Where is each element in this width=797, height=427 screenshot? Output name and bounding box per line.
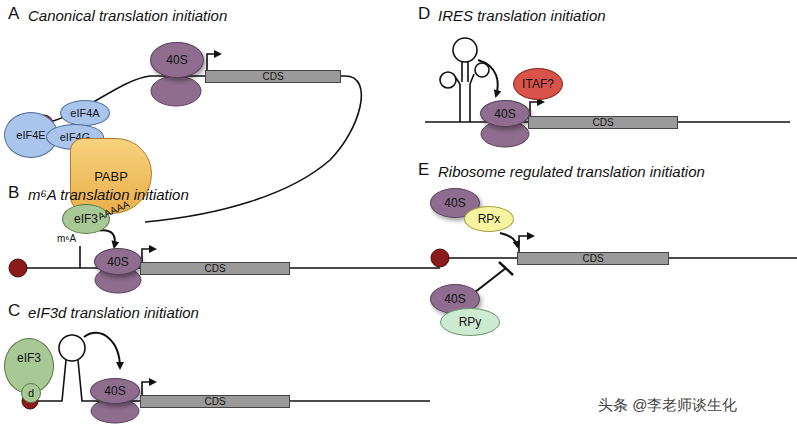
ribosome-40s: 40S [94,248,142,275]
node-label: CDS [582,253,603,264]
ribosome-40s: 40S [90,378,140,404]
cds-bar: CDS [528,116,678,129]
panel-letter: B [8,183,19,203]
eif3d-subunit: d [21,383,41,403]
panel-title: eIF3d translation initiation [28,304,199,321]
node-label: RPy [459,315,482,329]
node-label: 40S [444,196,465,210]
ribosome-40s: 40S [480,100,530,127]
ribosome-40s: 40S [150,42,204,78]
ribosomal-protein: RPx [464,206,514,232]
node-label: eIF4E [16,129,45,141]
node-label: eIF3 [74,212,98,226]
node-label: 40S [444,292,465,306]
panel-title: Ribosome regulated translation initiatio… [438,163,705,180]
node-label: 40S [107,255,128,269]
node-label: CDS [262,71,283,82]
node-label: PABP [94,169,128,184]
eif3-factor: eIF3d [4,338,54,394]
node-label: CDS [204,263,225,274]
panel-letter: A [8,4,19,24]
node-label: CDS [204,396,225,407]
panel-title: IRES translation initiation [438,7,606,24]
panel-title: Canonical translation initiation [28,7,227,24]
recruitment-arrow [99,230,114,247]
node-label: CDS [592,117,613,128]
itaf-factor: ITAF? [513,68,563,100]
modification-mark: m⁶A [57,233,76,244]
cds-bar: CDS [205,70,341,83]
node-label: d [28,387,34,399]
factor-blob: eIF4A [60,100,110,126]
cds-bar: CDS [140,395,290,408]
panel-letter: D [418,4,430,24]
ribosomal-protein: RPy [440,308,500,336]
node-label: 40S [104,384,125,398]
node-label: eIF4A [70,107,99,119]
node-label: eIF3 [17,351,41,365]
panel-letter: E [418,160,429,180]
panel-title: m⁶A translation initiation [28,186,189,203]
node-label: RPx [478,212,501,226]
panel-letter: C [8,301,20,321]
node-label: ITAF? [522,77,554,91]
watermark: 头条 @李老师谈生化 [598,396,737,415]
node-label: 40S [166,53,187,67]
cds-bar: CDS [140,262,290,275]
node-label: 40S [494,107,515,121]
cds-bar: CDS [517,252,669,265]
